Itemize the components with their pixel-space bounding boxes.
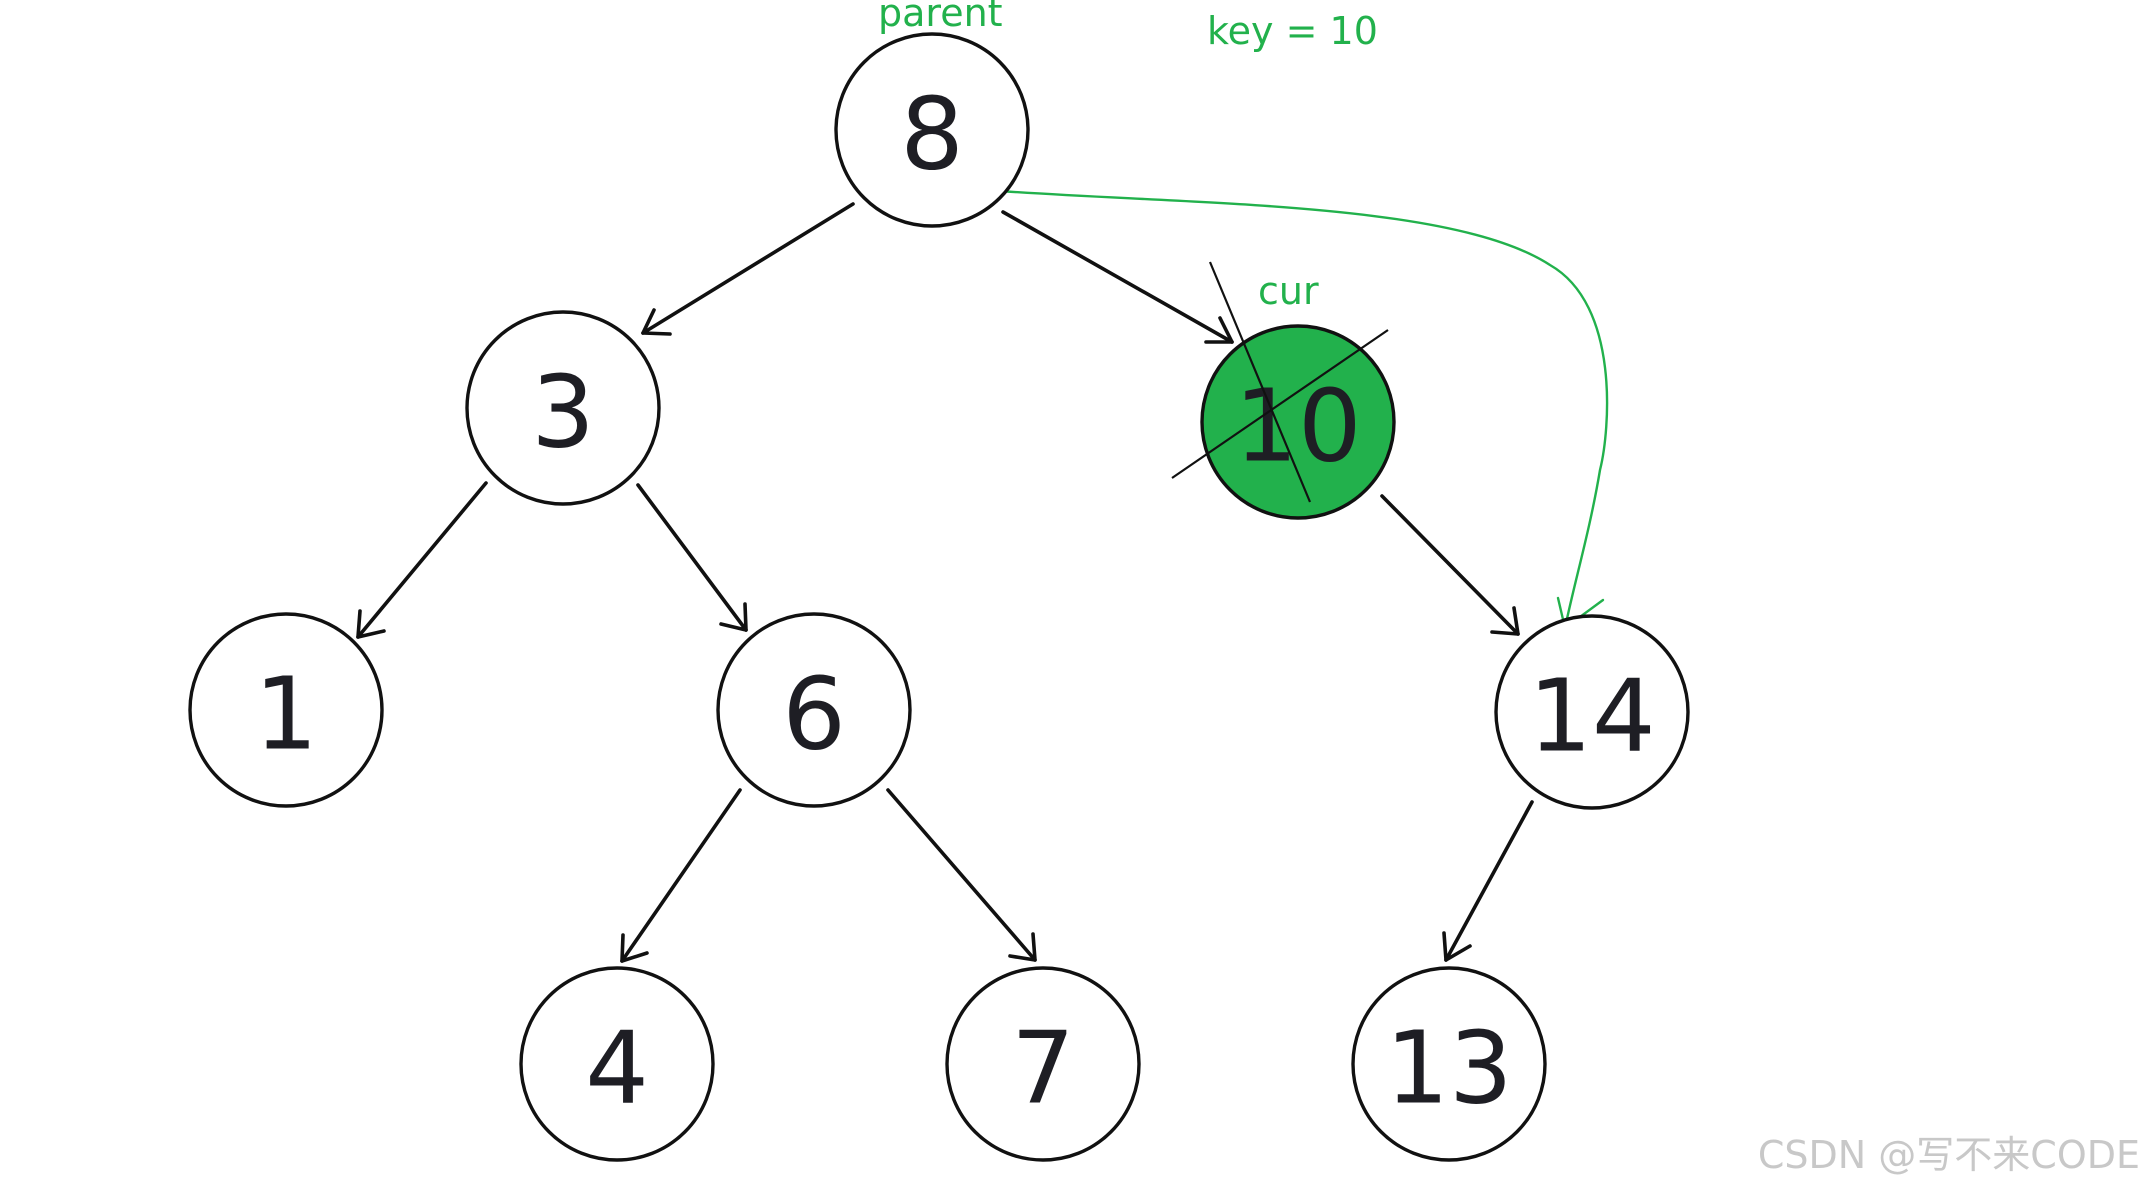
node-value: 3 [531,354,595,471]
annotations: parent key = 10 cur [878,0,1378,313]
node-value: 13 [1385,1010,1512,1127]
edge-3-to-1 [356,481,488,639]
parent-label: parent [878,0,1003,35]
edge-8-to-10 [1001,210,1234,344]
tree-edges [356,202,1534,963]
tree-node-7: 7 [945,966,1141,1162]
tree-node-13: 13 [1351,966,1547,1162]
node-value: 4 [585,1010,649,1127]
tree-node-14: 14 [1494,614,1690,810]
tree-node-8: 8 [834,32,1030,228]
edge-6-to-7 [886,788,1037,962]
tree-node-4: 4 [519,966,715,1162]
node-value: 14 [1528,658,1655,775]
tree-node-3: 3 [465,310,661,506]
key-label: key = 10 [1207,9,1378,53]
node-value: 10 [1234,368,1361,485]
edge-14-to-13 [1442,800,1534,962]
edge-6-to-4 [620,788,742,963]
tree-nodes: 8 3 10 1 6 14 4 [188,32,1690,1162]
node-value: 1 [254,656,318,773]
edge-3-to-6 [636,483,748,632]
node-value: 7 [1011,1010,1075,1127]
relink-curve [984,188,1609,630]
tree-node-1: 1 [188,612,384,808]
cur-label: cur [1258,269,1319,313]
tree-node-10: 10 [1171,261,1396,520]
delete-cross-icon [1171,261,1389,503]
watermark: CSDN @写不来CODE [1758,1133,2140,1177]
edge-10-to-14 [1380,494,1520,636]
node-value: 6 [782,656,846,773]
tree-node-6: 6 [716,612,912,808]
node-value: 8 [900,76,964,193]
edge-8-to-3 [641,202,855,336]
